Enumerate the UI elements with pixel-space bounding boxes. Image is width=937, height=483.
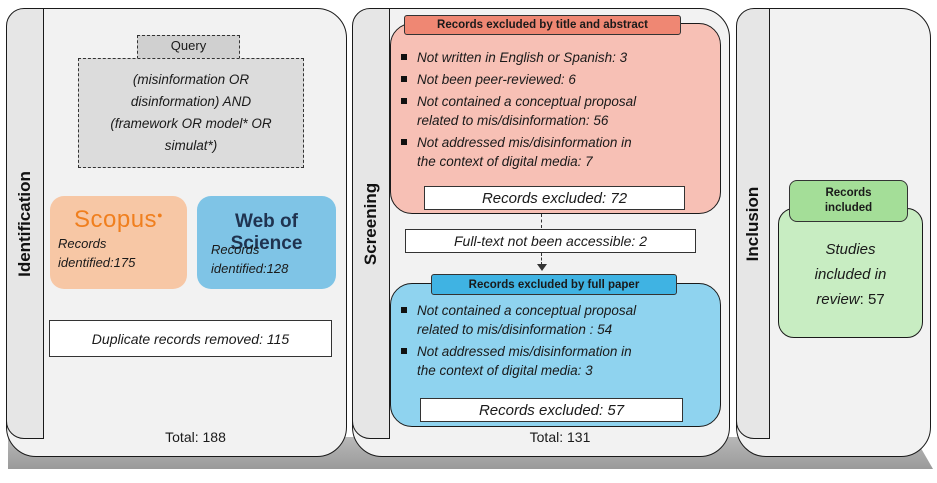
inclusion-header-line: Records (825, 187, 872, 199)
connector-line (541, 253, 542, 265)
screening-total: Total: 131 (529, 429, 591, 445)
exclusion-reason: Not been peer-reviewed: 6 (399, 70, 717, 89)
inclusion-line: review: 57 (816, 291, 885, 308)
exclusion-reason: Not written in English or Spanish: 3 (399, 48, 717, 67)
title-abstract-box: Not written in English or Spanish: 3 Not… (390, 23, 721, 214)
full-paper-header: Records excluded by full paper (431, 274, 677, 295)
full-text-box: Full-text not been accessible: 2 (405, 229, 696, 253)
connector-arrow-icon (537, 264, 547, 271)
identification-label: Identification (15, 170, 34, 277)
title-abstract-excluded: Records excluded: 72 (424, 186, 685, 210)
query-box: (misinformation OR disinformation) AND (… (78, 58, 304, 168)
wos-records-count: identified:128 (211, 261, 289, 276)
wos-box: Web of Science Records identified:128 (197, 196, 336, 289)
scopus-logo: Scopus● (74, 206, 163, 233)
inclusion-header: Records included (789, 180, 908, 222)
query-line: disinformation) AND (130, 94, 252, 109)
query-label: Query (137, 35, 240, 59)
query-line: simulat*) (164, 138, 218, 153)
inclusion-box: Studies included in review: 57 (778, 208, 923, 338)
title-abstract-header: Records excluded by title and abstract (404, 15, 681, 35)
scopus-records-label: Records (58, 236, 107, 251)
scopus-box: Scopus● Records identified:175 (50, 196, 187, 289)
connector-line (541, 214, 542, 228)
query-line: (misinformation OR (132, 72, 250, 87)
scopus-records-count: identified:175 (58, 255, 136, 270)
identification-tab: Identification (6, 8, 44, 439)
query-line: (framework OR model* OR (110, 116, 272, 131)
full-paper-excluded: Records excluded: 57 (420, 398, 683, 422)
inclusion-line: included in (814, 266, 887, 283)
wos-logo: Web of Science (230, 211, 303, 254)
inclusion-line: Studies (825, 241, 876, 258)
screening-label: Screening (361, 182, 380, 265)
identification-total: Total: 188 (165, 429, 226, 445)
inclusion-tab: Inclusion (736, 8, 770, 439)
screening-tab: Screening (352, 8, 390, 439)
duplicates-box: Duplicate records removed: 115 (49, 320, 332, 357)
wos-records-label: Records (211, 242, 260, 257)
inclusion-header-line: included (824, 202, 873, 214)
inclusion-label: Inclusion (743, 186, 762, 261)
